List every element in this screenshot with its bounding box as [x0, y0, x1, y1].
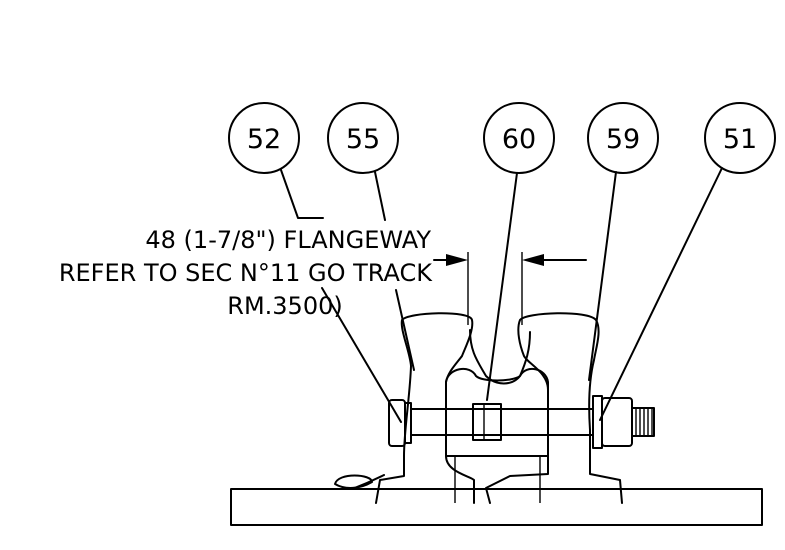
- leader-59: [588, 171, 617, 381]
- callout-55-circle: [327, 102, 399, 174]
- arrowhead-right: [522, 254, 544, 266]
- bolt-threads: [635, 408, 653, 436]
- callout-51-label: 51: [723, 124, 757, 155]
- spike-shank: [351, 474, 385, 490]
- callout-60-circle: [483, 102, 555, 174]
- spike-head: [334, 474, 373, 489]
- callout-59-circle: [587, 102, 659, 174]
- center-block: [445, 367, 549, 457]
- note-line-3: RM.3500): [227, 292, 342, 320]
- callout-55: 55: [327, 102, 399, 174]
- arrowhead-left: [446, 254, 468, 266]
- right-rail: [485, 312, 623, 504]
- bolt-spacer: [472, 403, 502, 441]
- guard-block: [469, 329, 531, 385]
- bolt-washer-right: [592, 395, 603, 449]
- note-line-1: 48 (1-7/8") FLANGEWAY: [145, 226, 431, 254]
- callout-52-circle: [228, 102, 300, 174]
- callout-59: 59: [587, 102, 659, 174]
- tie-plate: [230, 488, 763, 526]
- rail-assembly: [375, 312, 623, 504]
- callout-55-label: 55: [346, 124, 380, 155]
- bolt-threaded-end: [631, 407, 655, 437]
- leader-55-top: [374, 171, 386, 221]
- leader-lines: [280, 167, 723, 423]
- callout-51: 51: [704, 102, 776, 174]
- leader-55: [395, 289, 415, 371]
- callout-52-label: 52: [247, 124, 281, 155]
- leader-51: [599, 167, 723, 421]
- base-plate: [230, 474, 763, 526]
- flangeway-note: 48 (1-7/8") FLANGEWAY REFER TO SEC N°11 …: [59, 226, 433, 320]
- callout-59-label: 59: [606, 124, 640, 155]
- through-bolt: [388, 395, 655, 449]
- leader-60: [486, 172, 518, 401]
- flangeway-dimension: [433, 252, 587, 325]
- callout-60-label: 60: [502, 124, 536, 155]
- leader-52-shoulder: [280, 169, 324, 219]
- callout-60: 60: [483, 102, 555, 174]
- callout-52: 52: [228, 102, 300, 174]
- note-line-2: REFER TO SEC N°11 GO TRACK: [59, 259, 433, 287]
- leader-52: [321, 287, 402, 423]
- callout-51-circle: [704, 102, 776, 174]
